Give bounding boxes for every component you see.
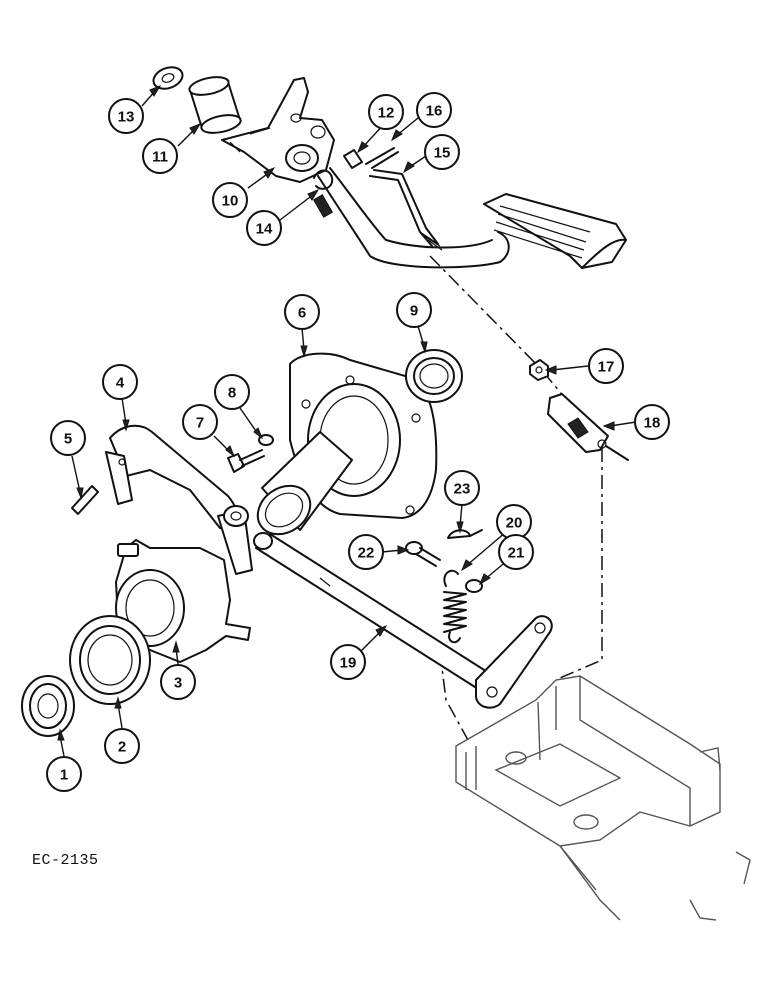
callout-8: 8 — [214, 374, 250, 410]
part-cross-shaft-19 — [253, 532, 553, 709]
callout-label: 23 — [454, 481, 471, 498]
part-pedal-arm — [312, 167, 627, 269]
callout-label: 16 — [426, 103, 443, 120]
callout-label: 2 — [118, 739, 126, 756]
part-bushing-11 — [188, 76, 242, 134]
callout-12: 12 — [368, 94, 404, 130]
part-mounting-bracket — [455, 675, 751, 921]
part-cotter-23 — [447, 529, 483, 539]
callout-15: 15 — [424, 134, 460, 170]
part-bushing-12 — [343, 149, 363, 169]
callout-label: 15 — [434, 145, 451, 162]
callout-7: 7 — [182, 404, 218, 440]
callout-2: 2 — [104, 728, 140, 764]
part-bolt-7 — [227, 449, 265, 473]
callout-label: 18 — [644, 415, 661, 432]
part-seal-9 — [405, 349, 463, 403]
part-washer-8 — [258, 434, 274, 446]
link-centerline-lower — [559, 448, 603, 679]
callout-4: 4 — [102, 364, 138, 400]
callout-1: 1 — [46, 756, 82, 792]
callout-label: 3 — [174, 675, 182, 692]
part-washer-13 — [152, 66, 184, 90]
callout-16: 16 — [416, 92, 452, 128]
callout-label: 17 — [598, 359, 615, 376]
callout-19: 19 — [330, 644, 366, 680]
part-nut-17 — [529, 359, 549, 381]
callout-23: 23 — [444, 470, 480, 506]
part-ring-2 — [69, 615, 151, 705]
callout-label: 6 — [298, 305, 306, 322]
part-cover-6 — [256, 352, 438, 536]
callout-label: 20 — [506, 515, 523, 532]
part-clip-14 — [313, 169, 334, 190]
callout-14: 14 — [246, 210, 282, 246]
callout-3: 3 — [160, 664, 196, 700]
callout-10: 10 — [212, 182, 248, 218]
part-fork-4 — [105, 424, 253, 575]
callout-22: 22 — [348, 534, 384, 570]
callout-20: 20 — [496, 504, 532, 540]
callout-label: 11 — [152, 149, 168, 166]
callout-18: 18 — [634, 404, 670, 440]
callout-6: 6 — [284, 294, 320, 330]
callout-5: 5 — [50, 420, 86, 456]
part-pedal-hub-10 — [221, 77, 335, 183]
callout-label: 14 — [256, 221, 273, 238]
callout-label: 21 — [508, 545, 525, 562]
drawing-code-label: EC-2135 — [32, 852, 99, 869]
callout-17: 17 — [588, 348, 624, 384]
callout-21: 21 — [498, 534, 534, 570]
part-rod-15 — [369, 169, 443, 251]
callout-label: 12 — [378, 105, 395, 122]
callout-label: 1 — [60, 767, 68, 784]
callout-label: 5 — [64, 431, 72, 448]
part-washer-21 — [465, 579, 483, 593]
part-clevis-18 — [547, 393, 629, 461]
callout-label: 8 — [228, 385, 236, 402]
callout-label: 22 — [358, 545, 375, 562]
part-cotter-pin-16 — [365, 147, 399, 169]
callout-11: 11 — [142, 138, 178, 174]
callout-label: 19 — [340, 655, 357, 672]
callout-label: 7 — [196, 415, 204, 432]
shaft-centerline — [439, 651, 469, 741]
part-pin-22 — [405, 541, 441, 567]
callout-9: 9 — [396, 292, 432, 328]
callout-label: 4 — [116, 375, 125, 392]
part-bearing-1 — [21, 675, 75, 737]
leader-lines — [57, 84, 637, 757]
part-carrier-3 — [115, 539, 251, 663]
part-pin-5 — [71, 485, 99, 515]
callout-13: 13 — [108, 98, 144, 134]
callout-label: 9 — [410, 303, 418, 320]
callout-label: 10 — [222, 193, 239, 210]
part-spring-20 — [443, 569, 467, 644]
callout-label: 13 — [118, 109, 135, 126]
